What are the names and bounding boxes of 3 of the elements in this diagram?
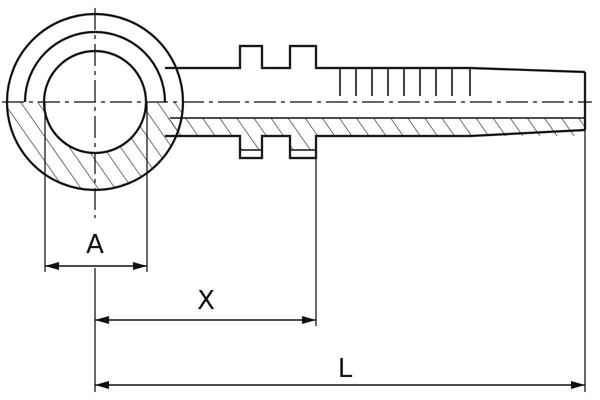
dimension-label: L <box>338 356 352 382</box>
dimension-label: X <box>197 288 215 314</box>
dimension-label: A <box>86 232 104 258</box>
